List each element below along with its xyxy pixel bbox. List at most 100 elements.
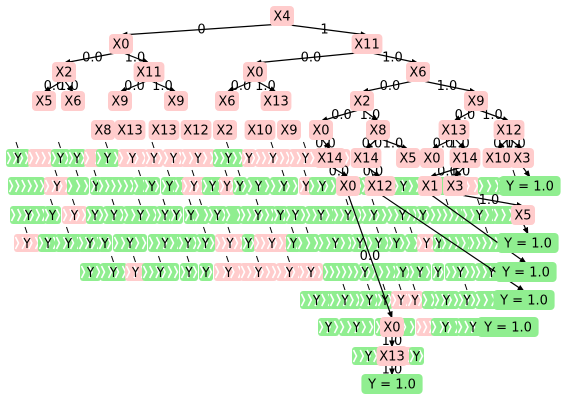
node-label: X3 [513,152,530,167]
clutter-block [178,234,198,252]
node-label: X13 [441,124,466,139]
split-node: X4 [270,6,294,26]
clutter-block [98,234,112,252]
node-label: X1 [421,180,438,195]
clutter-block [199,263,213,281]
node-label: X12 [496,124,521,139]
split-node: X11 [352,34,383,54]
clutter-block [181,149,215,167]
split-node: X13 [149,120,180,140]
clutter-block [242,234,255,252]
clutter-block [270,170,298,195]
split-node: X9 [277,120,301,140]
node-label: X14 [452,152,477,167]
split-node: X14 [450,148,481,168]
clutter-block [493,206,514,224]
clutter-block [163,149,184,167]
split-node: X9 [164,91,188,111]
split-node: X14 [315,148,346,168]
split-node: X0 [109,34,133,54]
split-node: X11 [134,62,165,82]
edge-label: 0.0 [82,51,103,66]
tree-edge: 0 [121,23,282,38]
clutter-block [323,263,359,281]
clutter-block [10,206,47,224]
node-label: X8 [369,124,386,139]
tree-edge: 0.0 [255,51,367,66]
clutter-block [416,206,430,224]
split-node: X0 [243,62,267,82]
clutter-block [318,234,353,252]
split-node: X12 [181,120,212,140]
clutter-block [86,206,104,224]
edge-label: 1 [320,23,328,38]
split-node: X5 [511,205,535,225]
edge-label: 1.0 [479,193,500,208]
edge-label: 1.0 [382,51,403,66]
clutter-block [409,263,431,281]
split-node: X5 [396,148,420,168]
split-node: X10 [245,120,276,140]
clutter-block [213,142,244,167]
node-label: X11 [136,66,161,81]
node-label: X4 [273,10,290,25]
split-node: X3 [510,148,534,168]
clutter-block [68,149,86,167]
clutter-block [8,177,45,195]
edge-label: 0.0 [331,108,352,123]
clutter-block [276,256,303,281]
node-label: X2 [216,124,233,139]
edge-label: 0 [197,23,205,38]
node-label: X14 [353,152,378,167]
split-node: X8 [366,120,390,140]
split-node: X9 [108,91,132,111]
node-label: X0 [383,321,400,336]
clutter-block [255,142,291,167]
clutter-block [361,199,387,224]
clutter-block [113,234,147,252]
node-label: X5 [514,209,531,224]
clutter-block [395,263,411,281]
node-label: Y = 1.0 [505,180,554,195]
node-label: Y = 1.0 [483,321,532,336]
node-label: X9 [467,95,484,110]
clutter-block [225,206,242,224]
clutter-block [145,142,163,167]
split-node: X1 [418,176,442,196]
edge-label: 0.0 [360,249,381,264]
clutter-block [194,199,209,224]
node-label: Y = 1.0 [503,237,552,252]
split-node: X13 [115,120,146,140]
clutter-block [14,227,40,252]
edge-label: 0.0 [380,79,401,94]
leaf-node: Y = 1.0 [495,262,556,282]
split-node: X0 [380,317,404,337]
clutter-block [441,234,473,252]
clutter-block [148,234,182,252]
clutter-block [359,263,371,281]
clutter-block [80,263,101,281]
clutter-block [300,291,333,309]
split-node: X12 [365,176,396,196]
node-label: X0 [312,124,329,139]
clutter-block [240,199,276,224]
split-node: X8 [91,120,115,140]
clutter-block [297,227,319,252]
split-node: X0 [336,176,360,196]
clutter-block [318,318,339,336]
node-label: X0 [112,38,129,53]
split-node: X12 [494,120,525,140]
clutter-block [247,177,270,195]
clutter-block [196,227,215,252]
clutter-block [431,318,460,336]
node-label: X13 [117,124,142,139]
split-node: X5 [32,91,56,111]
clutter-block [359,284,380,309]
node-label: X13 [151,124,176,139]
split-node: X13 [439,120,470,140]
node-label: X13 [263,95,288,110]
clutter-block [208,206,227,224]
clutter-block [458,284,476,309]
node-label: X13 [379,350,404,365]
